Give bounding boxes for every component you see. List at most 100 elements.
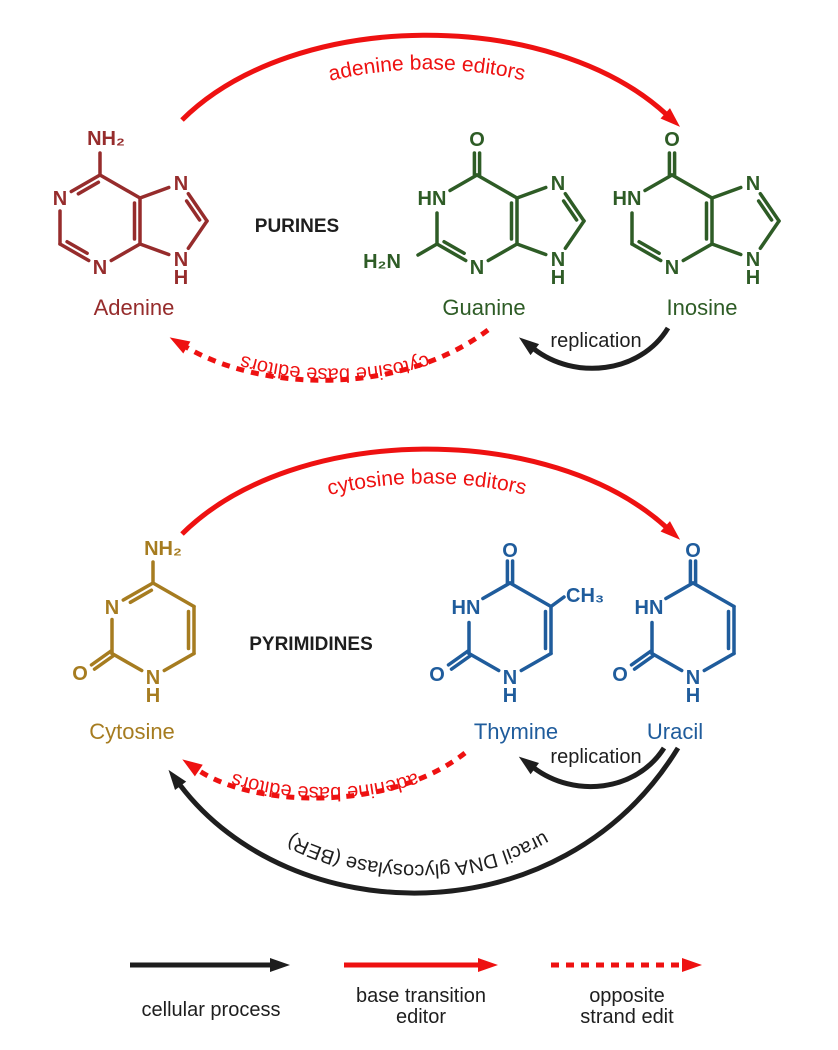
atom-label-o: O <box>72 663 88 685</box>
purines-heading: PURINES <box>255 216 339 237</box>
arrow-label-cytosine-base-editors: cytosine base editors <box>325 465 529 500</box>
bond-line <box>710 185 743 200</box>
bond-line <box>563 219 586 251</box>
molecule-cytosine: NH₂ N O N H Cytosine <box>72 538 196 744</box>
bond-line <box>563 191 586 223</box>
adenine-skeleton <box>58 151 209 263</box>
bond-line <box>128 588 154 605</box>
atom-label-o: O <box>685 540 701 562</box>
legend-label-opposite-strand-edit: opposite strand edit <box>580 985 674 1028</box>
atom-label-amine: NH₂ <box>87 128 125 150</box>
bond-line <box>758 191 781 223</box>
bond-line <box>448 173 479 193</box>
molecule-uracil: O HN O N H Uracil <box>612 540 736 744</box>
bond-line <box>442 239 466 256</box>
bond-line <box>756 199 774 222</box>
atom-label-h: H <box>746 267 760 289</box>
bond-line <box>69 173 102 194</box>
bond-line <box>98 173 142 200</box>
bond-line <box>435 242 468 263</box>
arrow-uracil-dna-glycosylase <box>168 746 681 896</box>
arrow-adenine-base-editors <box>180 32 681 127</box>
atom-label-o: O <box>502 540 518 562</box>
atom-label-n: N <box>174 173 188 195</box>
atom-label-n: N <box>470 257 484 279</box>
legend-label-base-transition-editor: base transition editor <box>355 985 487 1028</box>
bond-line <box>519 651 553 673</box>
bond-line <box>508 581 553 609</box>
atom-label-h: H <box>174 267 188 289</box>
arrow-label-adenine-base-editors: adenine base editors <box>326 51 527 85</box>
bond-line <box>121 581 155 602</box>
arrow-label-adenine-base-editors-dashed: adenine base editors <box>229 768 422 804</box>
molecule-adenine: NH₂ N N N N H Adenine <box>53 128 209 320</box>
atom-label-n: N <box>174 249 188 271</box>
bond-line <box>629 649 653 667</box>
atom-label-n: N <box>53 188 67 210</box>
bond-line <box>58 242 91 263</box>
arrow-adenine-base-editors-dashed <box>182 751 467 801</box>
guanine-skeleton <box>416 151 586 263</box>
bond-line <box>664 581 695 601</box>
arrow-label-replication-pyrimidines: replication <box>550 746 641 768</box>
bond-line <box>109 242 142 263</box>
bond-line <box>710 242 743 257</box>
bond-line <box>475 173 519 200</box>
bond-line <box>186 219 209 251</box>
inosine-name: Inosine <box>667 295 738 320</box>
bond-line <box>630 242 663 263</box>
bond-line <box>446 649 470 667</box>
bond-line <box>89 649 113 667</box>
bond-line <box>515 185 548 200</box>
arrow-replication-purines <box>518 326 671 371</box>
uracil-name: Uracil <box>647 719 703 744</box>
bond-line <box>681 242 714 263</box>
bond-line <box>110 651 144 673</box>
bond-line <box>65 239 89 256</box>
atom-label-h: H <box>551 267 565 289</box>
bond-line <box>416 242 439 257</box>
thymine-skeleton <box>446 559 566 673</box>
bond-line <box>637 239 661 256</box>
legend-label-cellular-process: cellular process <box>141 999 281 1021</box>
bond-line <box>184 199 202 222</box>
molecule-thymine: O HN O N H CH₃ Thymine <box>429 540 604 744</box>
atom-label-o: O <box>469 129 485 151</box>
atom-label-hn: HN <box>635 597 664 619</box>
atom-label-hn: HN <box>613 188 642 210</box>
atom-label-n: N <box>551 249 565 271</box>
bond-line <box>549 595 566 609</box>
bond-line <box>92 653 116 671</box>
atom-label-o: O <box>612 664 628 686</box>
bond-line <box>758 219 781 251</box>
bond-line <box>138 185 171 200</box>
bond-line <box>467 651 501 673</box>
cytosine-skeleton <box>89 560 196 673</box>
arrow-replication-pyrimidines <box>518 746 667 790</box>
bond-line <box>481 581 512 601</box>
bond-line <box>76 180 101 196</box>
purines-section: adenine base editors cytosine base edito… <box>53 32 781 386</box>
atom-label-n: N <box>551 173 565 195</box>
atom-label-amine: H₂N <box>363 251 401 273</box>
atom-label-n: N <box>665 257 679 279</box>
inosine-skeleton <box>630 151 781 263</box>
atom-label-h: H <box>686 685 700 707</box>
bond-line <box>138 242 171 257</box>
arrow-cytosine-base-editors-dashed <box>169 327 490 383</box>
bond-line <box>670 173 714 200</box>
molecule-guanine: O HN H₂N N N N H Guanine <box>363 129 586 320</box>
atom-label-o: O <box>664 129 680 151</box>
thymine-name: Thymine <box>474 719 558 744</box>
molecule-inosine: O HN N N N H Inosine <box>613 129 781 320</box>
bond-line <box>515 242 548 257</box>
bond-line <box>691 581 736 609</box>
bond-line <box>186 191 209 223</box>
uracil-skeleton <box>629 559 736 673</box>
atom-label-n: N <box>746 173 760 195</box>
bond-line <box>162 651 196 673</box>
bond-line <box>702 651 736 673</box>
arrow-cytosine-base-editors <box>180 446 681 540</box>
